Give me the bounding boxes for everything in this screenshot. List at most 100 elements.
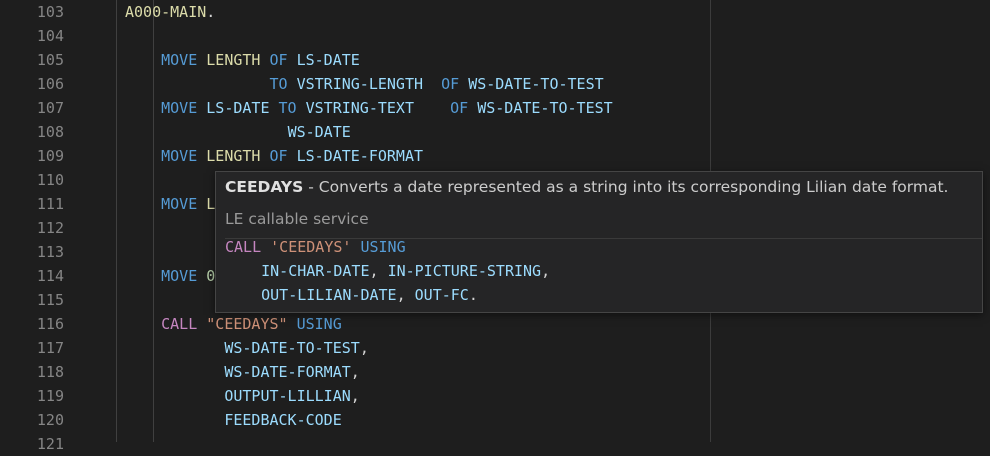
code-line[interactable]: 112 [0,216,990,240]
code-line[interactable]: 114 MOVE 0 [0,264,990,288]
line-number: 116 [36,315,64,333]
code-line[interactable]: 110 [0,168,990,192]
code-token: FEEDBACK-CODE [224,411,342,429]
code-token: WS-DATE-FORMAT [224,363,351,381]
code-line[interactable]: 109 MOVE LENGTH OF LS-DATE-FORMAT [0,144,990,168]
code-token: L [206,195,216,213]
code-token: LS-DATE [206,99,270,117]
hover-separator [225,238,982,239]
line-number: 113 [36,243,64,261]
line-number: 115 [36,291,64,309]
code-line[interactable]: 107 MOVE LS-DATE TO VSTRING-TEXT OF WS-D… [0,96,990,120]
code-text: WS-DATE [125,120,351,144]
code-token: A000-MAIN [125,3,207,21]
code-token: USING [360,238,406,256]
code-line[interactable]: 116 CALL "CEEDAYS" USING [0,312,990,336]
line-number: 121 [36,435,64,453]
line-number: 106 [36,75,64,93]
code-token [125,363,224,381]
code-token [288,315,297,333]
code-token: LENGTH [206,51,261,69]
code-token: . [206,3,216,21]
code-token: "CEEDAYS" [206,315,288,333]
code-line[interactable]: 104 [0,24,990,48]
code-line[interactable]: 111 MOVE L [0,192,990,216]
code-token: USING [296,315,342,333]
code-token [225,286,261,304]
indent-guide [153,0,154,442]
line-number: 111 [36,195,64,213]
code-line[interactable]: 113 [0,240,990,264]
code-token: VSTRING-LENGTH [296,75,424,93]
code-token [197,51,206,69]
code-token: 'CEEDAYS' [270,238,352,256]
code-token: WS-DATE-TO-TEST [468,75,604,93]
code-token: MOVE [161,51,198,69]
code-token [197,267,206,285]
code-token: , [350,387,360,405]
code-token [197,315,206,333]
code-token [288,147,297,165]
code-text: MOVE LS-DATE TO VSTRING-TEXT OF WS-DATE-… [125,96,613,120]
code-token: OF [269,147,288,165]
line-number: 119 [36,387,64,405]
code-token: 0 [206,267,216,285]
code-token [125,123,288,141]
code-token [125,411,224,429]
code-token: TO [269,75,288,93]
code-text: CALL "CEEDAYS" USING [125,312,342,336]
code-token: CALL [161,315,198,333]
code-line[interactable]: 115 [0,288,990,312]
code-token: VSTRING-TEXT [305,99,414,117]
code-token [423,75,441,93]
code-line[interactable]: 120 FEEDBACK-CODE [0,408,990,432]
code-text: MOVE LENGTH OF LS-DATE-FORMAT [125,144,423,168]
code-token: LS-DATE [296,51,360,69]
code-token [125,387,224,405]
code-token [197,147,206,165]
code-token: OF [450,99,469,117]
code-token [125,339,224,357]
code-line[interactable]: 106 TO VSTRING-LENGTH OF WS-DATE-TO-TEST [0,72,990,96]
code-token: , [541,262,551,280]
code-line[interactable]: 119 OUTPUT-LILLIAN, [0,384,990,408]
code-token [125,51,161,69]
code-token [125,147,161,165]
code-text: OUTPUT-LILLIAN, [125,384,360,408]
hover-title-line: CEEDAYS - Converts a date represented as… [225,178,948,196]
code-line[interactable]: 118 WS-DATE-FORMAT, [0,360,990,384]
code-token: TO [278,99,297,117]
code-token: IN-CHAR-DATE [261,262,370,280]
line-number: 112 [36,219,64,237]
hover-tooltip: CEEDAYS - Converts a date represented as… [215,171,983,313]
code-text: MOVE LENGTH OF LS-DATE [125,48,360,72]
code-line[interactable]: 121 [0,432,990,456]
code-text: WS-DATE-TO-TEST, [125,336,369,360]
line-number: 104 [36,27,64,45]
line-number: 110 [36,171,64,189]
code-token: OUTPUT-LILLIAN [224,387,351,405]
hover-code-line: OUT-LILIAN-DATE, OUT-FC. [225,283,550,307]
code-token: WS-DATE-TO-TEST [477,99,613,117]
line-number: 120 [36,411,64,429]
code-token [261,238,270,256]
hover-code-snippet: CALL 'CEEDAYS' USING IN-CHAR-DATE, IN-PI… [225,235,550,307]
code-token [288,51,297,69]
line-number: 107 [36,99,64,117]
code-line[interactable]: 117 WS-DATE-TO-TEST, [0,336,990,360]
code-token: , [369,262,388,280]
code-token: OF [441,75,460,93]
code-token: MOVE [161,195,198,213]
code-token: OF [269,51,288,69]
code-token: . [468,286,478,304]
code-token: MOVE [161,267,198,285]
line-number: 117 [36,339,64,357]
code-token [125,315,161,333]
line-number: 108 [36,123,64,141]
code-token [225,262,261,280]
code-token: OUT-FC [414,286,469,304]
code-line[interactable]: 108 WS-DATE [0,120,990,144]
code-line[interactable]: 105 MOVE LENGTH OF LS-DATE [0,48,990,72]
